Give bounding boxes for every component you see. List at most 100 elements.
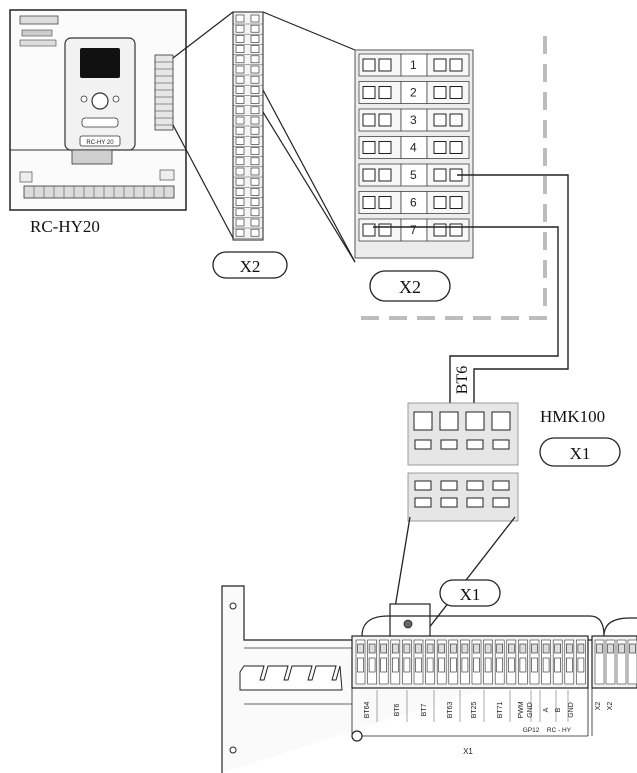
hmk100-terminal — [439, 411, 459, 508]
controller-side-connector — [154, 54, 174, 131]
board-terminal-label: BT64 — [364, 702, 371, 719]
board-terminal — [529, 639, 540, 685]
x1-module-label: X1 — [570, 444, 591, 463]
strip-cell — [250, 35, 260, 43]
strip-cell — [250, 147, 260, 155]
board-terminal — [616, 639, 627, 685]
board-terminal — [471, 639, 482, 685]
strip-cell — [250, 228, 260, 237]
board-terminal — [425, 639, 435, 685]
strip-cell — [235, 116, 245, 125]
board-terminal — [552, 639, 563, 685]
strip-cell — [250, 218, 260, 227]
strip-cell — [235, 65, 245, 74]
strip-cell — [235, 55, 245, 64]
controller-display-unit: RC-HY 20 — [64, 37, 136, 151]
strip-cell — [250, 24, 260, 33]
strip-cell — [235, 198, 245, 206]
controller-bottom-connectors — [19, 169, 175, 199]
x2-terminal-number: 1 — [410, 58, 417, 72]
zoom-lines-x2 — [262, 11, 356, 263]
hmk100-terminal — [491, 411, 511, 508]
strip-cell — [250, 126, 260, 135]
x2-terminal-row: 7 — [358, 218, 470, 242]
strip-cell — [235, 177, 245, 186]
board-sub-label: RC - HY — [547, 727, 572, 734]
x2-small-label: X2 — [240, 257, 261, 276]
display-screen — [80, 48, 120, 78]
board-terminal — [390, 639, 401, 685]
strip-cell — [250, 106, 260, 115]
x2-zoom-badge: X2 — [369, 270, 451, 302]
bt6-cable — [373, 174, 569, 416]
x2-terminal-row: 6 — [358, 191, 470, 214]
board-terminal-label: X2 — [607, 702, 614, 711]
strip-cell — [250, 55, 260, 64]
board-terminal — [518, 639, 528, 685]
board-terminal — [402, 639, 412, 685]
strip-cell — [235, 75, 245, 84]
x2-zoom-label: X2 — [399, 277, 421, 297]
control-knob-icon — [91, 92, 109, 110]
zoom-lines-controller — [172, 11, 234, 239]
x2-terminal-number: 2 — [410, 86, 417, 100]
strip-cell — [235, 188, 245, 196]
strip-cell — [235, 218, 245, 227]
strip-cell — [235, 228, 245, 237]
x2-terminal-row: 5 — [358, 163, 470, 187]
board-terminal — [564, 639, 575, 685]
board-terminal — [378, 639, 389, 685]
board-terminal — [355, 639, 366, 685]
strip-cell — [235, 86, 245, 94]
board-terminal — [483, 639, 493, 685]
board-terminal-label: A — [543, 707, 550, 712]
hmk100-terminal-block — [407, 402, 519, 522]
board-terminal — [436, 639, 447, 685]
strip-cell — [250, 208, 260, 217]
board-terminal-label: PWM — [518, 701, 525, 718]
board-terminal-label: GND — [527, 702, 534, 718]
x2-small-badge: X2 — [212, 251, 288, 279]
board-terminal-label: BT63 — [447, 702, 454, 719]
board-terminal — [367, 639, 377, 685]
hmk100-terminal — [465, 411, 485, 508]
comb-connector — [239, 665, 343, 691]
module-label: HMK100 — [540, 407, 605, 426]
x2-terminal-row: 3 — [358, 108, 470, 132]
strip-cell — [250, 137, 260, 145]
strip-cell — [235, 35, 245, 43]
strip-cell — [250, 86, 260, 94]
strip-cell — [235, 137, 245, 145]
x2-terminal-number: 6 — [410, 196, 417, 210]
strip-cell — [235, 14, 245, 23]
board-terminal-label: GND — [568, 702, 575, 718]
strip-cell — [235, 45, 245, 53]
board-terminal — [494, 639, 505, 685]
hmk100-terminal — [413, 411, 433, 508]
rc-hy20-controller: RC-HY 20 — [9, 9, 187, 236]
board-terminal — [627, 639, 637, 685]
board-terminal-label: B — [555, 707, 562, 712]
strip-cell — [235, 96, 245, 104]
board-sub-label: GP12 — [523, 727, 540, 734]
strip-cell — [250, 14, 260, 23]
strip-cell — [235, 208, 245, 217]
strip-cell — [250, 45, 260, 53]
controller-label: RC-HY20 — [30, 217, 100, 236]
board-terminal — [413, 639, 424, 685]
controller-top-connectors — [19, 15, 59, 47]
board-terminal-label: BT6 — [394, 703, 401, 716]
strip-cell — [250, 177, 260, 186]
board-terminal-label: BT71 — [497, 702, 504, 719]
enclosure-dashed-boundary — [355, 36, 547, 320]
strip-cell — [250, 157, 260, 166]
board-terminal — [576, 639, 586, 685]
strip-cell — [250, 65, 260, 74]
board-terminal — [506, 639, 517, 685]
board-terminal — [605, 639, 616, 685]
x1-board-badge: X1 — [439, 579, 501, 607]
board-terminal — [460, 639, 470, 685]
board-terminal-label: X2 — [595, 702, 602, 711]
board-bottom-label: X1 — [463, 747, 473, 756]
